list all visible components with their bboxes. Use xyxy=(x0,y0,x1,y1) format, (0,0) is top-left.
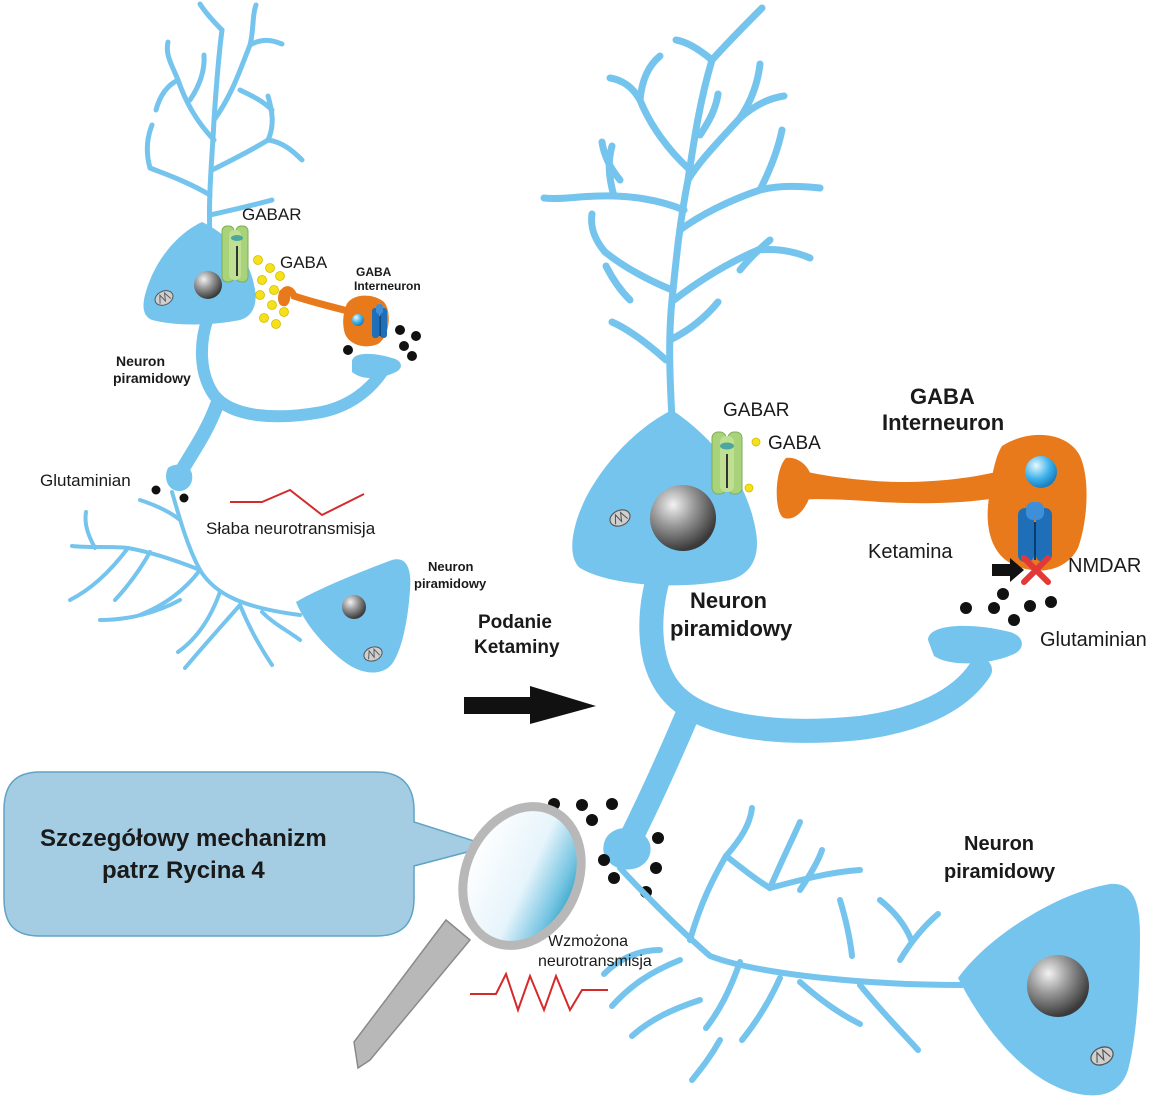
right-gabar-label: GABAR xyxy=(723,400,790,421)
enhanced-transmission-label-1: Wzmożona xyxy=(548,933,628,950)
right-neuron-1-label-1: Neuron xyxy=(690,588,767,613)
right-gabar-receptor xyxy=(711,431,743,495)
right-axon-loop xyxy=(639,560,992,743)
nmdar-label: NMDAR xyxy=(1068,555,1141,577)
ketamine-label: Ketamina xyxy=(868,541,953,563)
right-neuron-1-label-2: piramidowy xyxy=(670,616,793,641)
left-axon-loop xyxy=(196,312,388,423)
right-interneuron-label-1: GABA xyxy=(910,384,975,409)
enhanced-transmission-label-2: neurotransmisja xyxy=(538,953,652,970)
right-neuron-2-label-1: Neuron xyxy=(964,833,1034,855)
ketamine-arrow xyxy=(992,558,1024,582)
left-gaba-interneuron xyxy=(278,286,389,347)
left-glutamate-label: Glutaminian xyxy=(40,471,131,490)
left-neuron-1-label-2: piramidowy xyxy=(113,370,191,386)
right-glutamate-label: Glutaminian xyxy=(1040,629,1147,651)
right-apical-dendrites xyxy=(540,4,824,424)
left-gabar-receptor xyxy=(221,225,249,283)
left-neuron-2-dendrites xyxy=(68,490,302,670)
left-axon-terminal xyxy=(352,353,401,379)
right-axon-terminal xyxy=(928,625,1022,664)
left-nmdar-receptor xyxy=(372,304,387,338)
transition-arrow xyxy=(464,686,596,724)
left-gaba-label: GABA xyxy=(280,253,328,272)
right-nmdar-receptor xyxy=(1018,502,1052,562)
right-panel: GABAR GABA GABA Interneuron Ketamina NMD… xyxy=(470,4,1147,1096)
ketamine-step-label-1: Podanie xyxy=(478,612,552,633)
left-nucleus-1 xyxy=(194,271,222,299)
right-interneuron-label-2: Interneuron xyxy=(882,410,1004,435)
callout-bubble xyxy=(3,771,493,937)
left-glutamate-dots-interneuron xyxy=(343,325,421,361)
left-neuron-2-label-1: Neuron xyxy=(428,559,474,574)
enhanced-signal-trace xyxy=(470,971,608,1014)
right-nucleus-1 xyxy=(650,485,716,551)
left-neuron-1-label-1: Neuron xyxy=(116,353,165,369)
left-gaba-vesicles xyxy=(253,255,289,329)
left-apical-dendrites xyxy=(144,1,305,238)
left-nucleus-2 xyxy=(342,595,366,619)
callout-line-1: Szczegółowy mechanizm xyxy=(40,825,327,852)
left-glutamate-dots-synapse xyxy=(151,485,189,503)
magnifier-icon xyxy=(353,802,586,1070)
left-interneuron-label-1: GABA xyxy=(356,265,392,279)
right-axon-descending xyxy=(618,706,698,852)
right-gaba-vesicles xyxy=(744,437,761,493)
left-neuron-2-label-2: piramidowy xyxy=(414,576,487,591)
callout-line-2: patrz Rycina 4 xyxy=(102,857,265,884)
right-gaba-interneuron xyxy=(776,434,1087,585)
right-neuron-2-label-2: piramidowy xyxy=(944,861,1056,883)
left-gabar-label: GABAR xyxy=(242,205,302,224)
right-gaba-label: GABA xyxy=(768,433,821,454)
weak-transmission-label: Słaba neurotransmisja xyxy=(206,519,376,538)
right-presynaptic-bouton xyxy=(603,827,651,870)
left-axon-descending xyxy=(175,395,225,477)
right-neuron-2-dendrites xyxy=(601,805,965,1083)
ketamine-step-label-2: Ketaminy xyxy=(474,637,560,658)
ketamine-transition: Podanie Ketaminy xyxy=(464,612,596,724)
left-interneuron-label-2: Interneuron xyxy=(354,279,421,293)
left-presynaptic-bouton xyxy=(166,464,193,492)
right-glutamate-dots-interneuron xyxy=(960,588,1057,626)
right-nucleus-2 xyxy=(1027,955,1089,1017)
detail-callout: Szczegółowy mechanizm patrz Rycina 4 xyxy=(3,771,493,937)
left-panel: GABAR GABA GABA Interneuron Neuron piram… xyxy=(40,1,487,673)
nmdar-block-mark xyxy=(1021,555,1051,585)
weak-signal-trace xyxy=(230,488,365,517)
